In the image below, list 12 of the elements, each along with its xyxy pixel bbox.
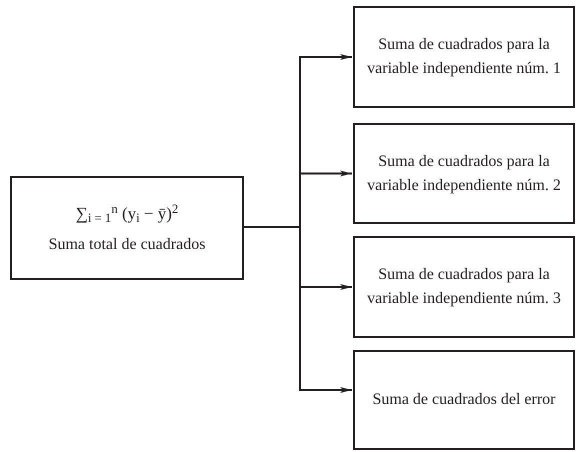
total-box bbox=[10, 176, 244, 280]
component-box bbox=[353, 350, 575, 450]
component-box bbox=[353, 123, 575, 224]
box-text: Suma de cuadrados del error bbox=[372, 390, 556, 410]
formula: ∑$_{i = 1}$$^{n}$ (y$_{i}$ − ȳ)$^{2}$ bbox=[76, 200, 178, 228]
connector-arrow bbox=[244, 226, 352, 393]
box-text: Suma de cuadrados para la variable independiente núm. 2 bbox=[366, 152, 562, 196]
box-text: Suma de cuadrados para la variable independiente núm. 3 bbox=[366, 265, 562, 309]
component-box bbox=[353, 236, 575, 338]
box-text: Suma total de cuadrados bbox=[48, 235, 206, 255]
component-box bbox=[353, 6, 575, 108]
box-text: Suma de cuadrados para la variable independiente núm. 1 bbox=[366, 35, 562, 79]
